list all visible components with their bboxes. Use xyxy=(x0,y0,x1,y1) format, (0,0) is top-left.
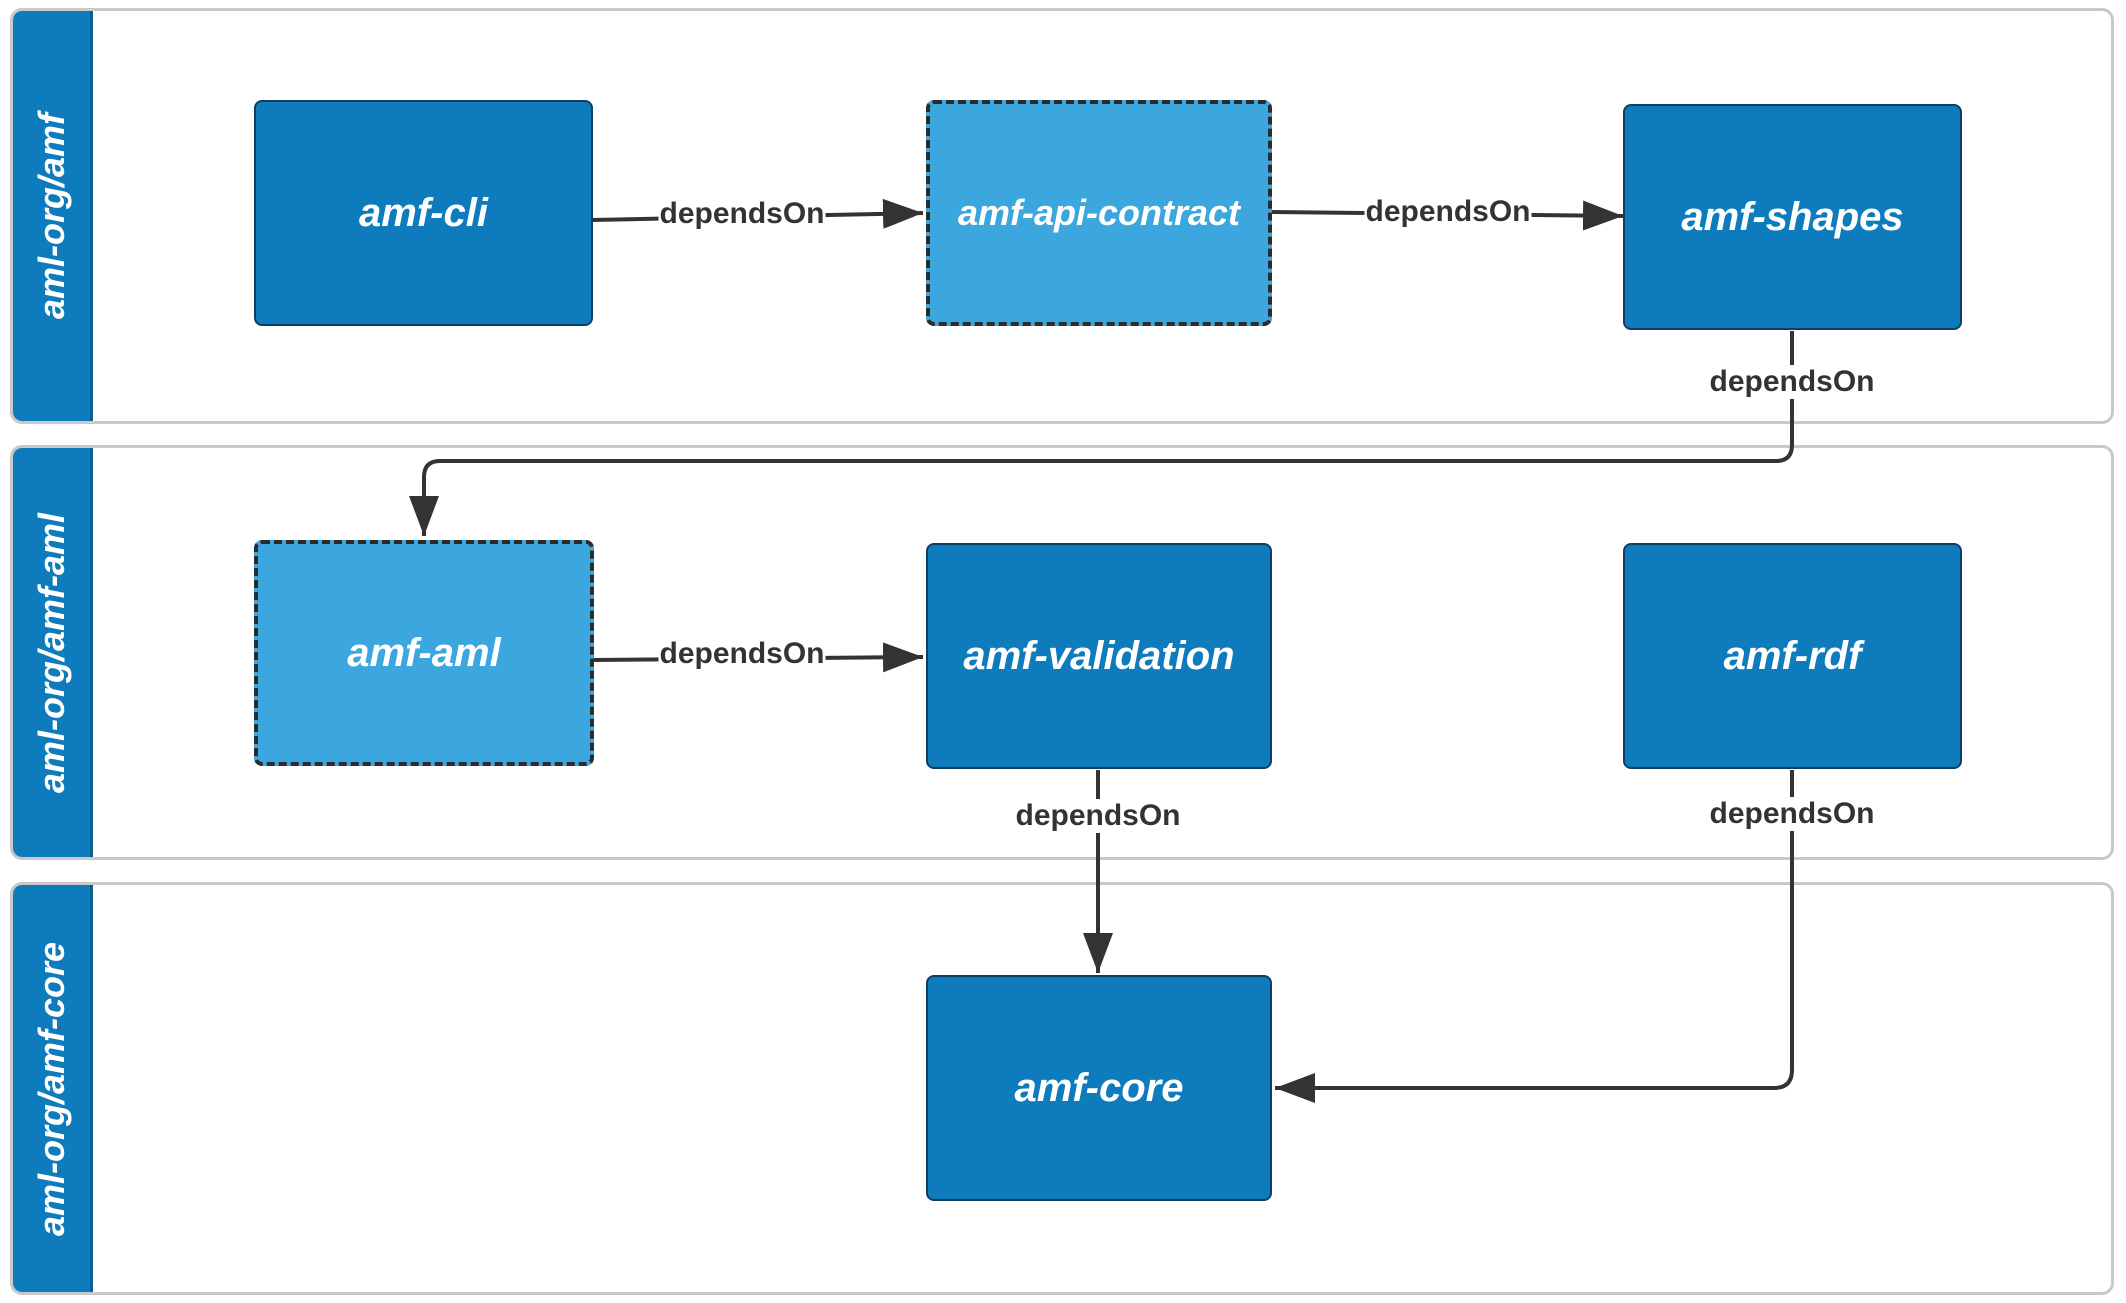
lane-header-amf-aml: aml-org/amf-aml xyxy=(13,448,93,857)
edge-label-amf-aml-to-amf-validation: dependsOn xyxy=(658,637,826,671)
node-label-amf-api-contract: amf-api-contract xyxy=(957,192,1241,233)
node-amf-cli: amf-cli xyxy=(254,100,593,326)
node-amf-rdf: amf-rdf xyxy=(1623,543,1962,769)
edge-amf-rdf-to-amf-core xyxy=(1275,770,1794,1103)
edge-amf-shapes-to-amf-aml xyxy=(409,331,1794,536)
node-amf-core: amf-core xyxy=(926,975,1272,1201)
node-label-amf-core: amf-core xyxy=(1014,1065,1184,1110)
node-label-amf-rdf: amf-rdf xyxy=(1723,633,1862,678)
node-label-amf-validation: amf-validation xyxy=(963,633,1235,678)
lane-header-amf: aml-org/amf xyxy=(13,11,93,421)
node-label-amf-shapes: amf-shapes xyxy=(1681,194,1904,239)
node-amf-shapes: amf-shapes xyxy=(1623,104,1962,330)
node-amf-api-contract: amf-api-contract xyxy=(926,100,1272,326)
edge-label-amf-cli-to-amf-api-contract: dependsOn xyxy=(658,197,826,231)
lane-header-amf-core: aml-org/amf-core xyxy=(13,885,93,1292)
node-label-amf-cli: amf-cli xyxy=(359,190,488,235)
node-label-amf-aml: amf-aml xyxy=(347,630,501,675)
node-amf-aml: amf-aml xyxy=(254,540,594,766)
edge-label-amf-api-contract-to-amf-shapes: dependsOn xyxy=(1364,195,1532,229)
edge-label-amf-validation-to-amf-core: dependsOn xyxy=(1014,799,1182,833)
edge-label-amf-rdf-to-amf-core: dependsOn xyxy=(1708,797,1876,831)
node-amf-validation: amf-validation xyxy=(926,543,1272,769)
edge-label-amf-shapes-to-amf-aml: dependsOn xyxy=(1708,365,1876,399)
